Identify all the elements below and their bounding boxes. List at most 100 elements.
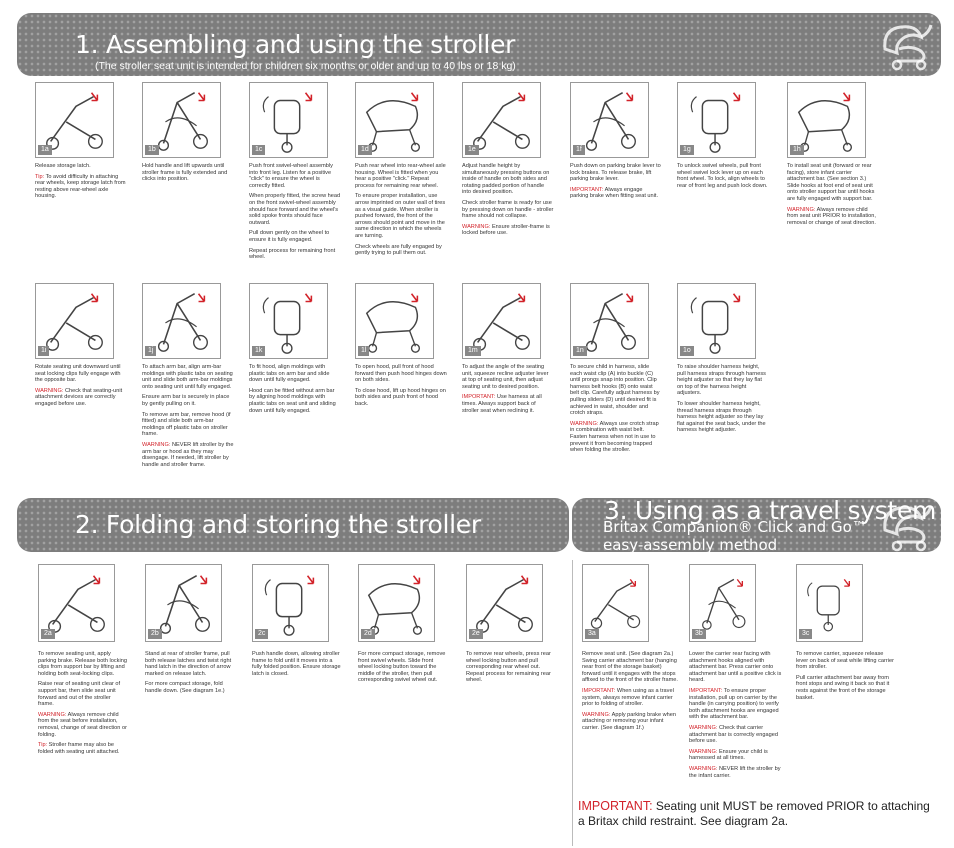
step-paragraph: For more compact storage, remove front s… (358, 651, 446, 684)
stroller-diagram-icon (48, 575, 105, 633)
stroller-diagram-icon (702, 578, 746, 630)
stroller-diagram-icon (157, 293, 208, 352)
step-paragraph: Hood can be fitted without arm bar by al… (249, 387, 336, 414)
step-label: 1c (252, 145, 266, 155)
warning-keyword: WARNING: (38, 711, 67, 718)
step-paragraph: Stand at rear of stroller frame, pull bo… (145, 651, 232, 677)
step-caption-2e: To remove rear wheels, press rear wheel … (466, 651, 556, 688)
step-paragraph: To remove seating unit, apply parking br… (38, 651, 127, 677)
step-paragraph: To secure child in harness, slide each w… (570, 364, 660, 417)
step-paragraph: For more compact storage, fold handle do… (145, 681, 225, 694)
stroller-diagram-icon (690, 92, 741, 153)
section1-banner: 1. Assembling and using the stroller (Th… (17, 13, 941, 76)
step-label: 3b (692, 629, 706, 639)
important-note: IMPORTANT: Seating unit MUST be removed … (578, 799, 938, 829)
step-paragraph: WARNING: NEVER lift stroller by the arm … (142, 441, 234, 468)
step-caption-1i: Rotate seating unit downward until seat … (35, 364, 127, 412)
step-diagram-1g: 1g (677, 82, 756, 158)
step-diagram-1e: 1e (462, 82, 541, 158)
step-diagram-2d: 2d (358, 564, 435, 642)
warning-keyword: WARNING: (35, 387, 64, 394)
step-paragraph: To remove rear wheels, press rear wheel … (466, 651, 551, 684)
stroller-diagram-icon (264, 575, 315, 636)
section3-subtitle: Britax Companion® Click and Go™ easy-ass… (603, 518, 867, 552)
warning-keyword: WARNING: (689, 765, 718, 772)
step-label: 2d (361, 629, 375, 639)
step-caption-1f: Push down on parking brake lever to lock… (570, 163, 662, 204)
step-diagram-1b: 1b (142, 82, 221, 158)
step-paragraph: Pull down gently on the wheel to ensure … (249, 230, 330, 243)
step-caption-1b: Hold handle and lift upwards until strol… (142, 163, 234, 187)
warning-keyword: Tip: (38, 742, 48, 749)
step-paragraph: To open hood, pull front of hood forward… (355, 364, 447, 384)
step-paragraph: Adjust handle height by simultaneously p… (462, 163, 550, 196)
stroller-diagram-icon (262, 293, 313, 354)
step-caption-2c: Push handle down, allowing stroller fram… (252, 651, 342, 681)
step-caption-3c: To remove carrier, squeeze release lever… (796, 651, 894, 705)
warning-keyword: WARNING: (142, 441, 171, 448)
step-paragraph: To adjust the angle of the seating unit,… (462, 364, 549, 390)
step-label: 1d (358, 145, 372, 155)
step-label: 3c (799, 629, 813, 639)
step-paragraph: Lower the carrier rear facing with attac… (689, 651, 782, 684)
step-label: 1h (790, 145, 804, 155)
step-diagram-1d: 1d (355, 82, 434, 158)
stroller-diagram-icon (262, 92, 313, 153)
step-diagram-1i: 1i (35, 283, 114, 359)
stroller-logo-icon (883, 505, 933, 552)
step-paragraph: Repeat process for remaining front wheel… (249, 247, 336, 261)
warning-keyword: WARNING: (582, 711, 611, 718)
step-paragraph: Remove seat unit. (See diagram 2a.) Swin… (582, 651, 678, 684)
section-divider (572, 560, 573, 846)
step-paragraph: Tip: Stroller frame may also be folded w… (38, 742, 120, 755)
step-paragraph: Push handle down, allowing stroller fram… (252, 651, 341, 677)
warning-keyword: WARNING: (570, 420, 599, 427)
step-caption-1k: To fit hood, align moldings with plastic… (249, 364, 341, 418)
step-label: 1o (680, 346, 694, 356)
step-label: 1i (38, 346, 50, 356)
warning-keyword: WARNING: (787, 206, 816, 213)
step-caption-3b: Lower the carrier rear facing with attac… (689, 651, 787, 783)
important-text: Seating unit MUST be removed PRIOR to at… (578, 799, 930, 828)
step-paragraph: Push rear wheel into rear-wheel axle hou… (355, 163, 446, 189)
step-paragraph: To close hood, lift up hood hinges on bo… (355, 387, 446, 407)
step-diagram-1m: 1m (462, 283, 541, 359)
step-diagram-3b: 3b (689, 564, 756, 642)
step-label: 1g (680, 145, 694, 155)
step-label: 1a (38, 145, 52, 155)
step-paragraph: When properly fitted, the screw head on … (249, 193, 341, 226)
step-paragraph: To remove carrier, squeeze release lever… (796, 651, 894, 671)
stroller-logo-icon (883, 24, 933, 71)
stroller-diagram-icon (590, 578, 641, 629)
important-keyword: IMPORTANT: (578, 799, 653, 813)
step-label: 2c (255, 629, 269, 639)
step-paragraph: IMPORTANT: To ensure proper installation… (689, 687, 779, 721)
step-paragraph: To ensure proper installation, use arrow… (355, 193, 446, 239)
step-paragraph: WARNING: Always use crotch strap in comb… (570, 420, 659, 454)
step-diagram-2a: 2a (38, 564, 115, 642)
step-caption-1m: To adjust the angle of the seating unit,… (462, 364, 554, 418)
step-caption-1e: Adjust handle height by simultaneously p… (462, 163, 554, 241)
step-label: 1f (573, 145, 585, 155)
step-caption-1h: To install seat unit (forward or rear fa… (787, 163, 879, 230)
stroller-diagram-icon (585, 92, 636, 151)
step-paragraph: Release storage latch. (35, 163, 91, 169)
step-label: 3a (585, 629, 599, 639)
step-paragraph: WARNING: Ensure stroller-frame is locked… (462, 223, 550, 237)
step-paragraph: Check stroller frame is ready for use by… (462, 199, 554, 220)
warning-keyword: WARNING: (689, 724, 718, 731)
step-paragraph: IMPORTANT: When using as a travel system… (582, 687, 674, 708)
stroller-diagram-icon (159, 575, 210, 634)
step-paragraph: WARNING: Always remove child from the se… (38, 711, 127, 738)
step-caption-1l: To open hood, pull front of hood forward… (355, 364, 447, 412)
step-diagram-1c: 1c (249, 82, 328, 158)
stroller-diagram-icon (365, 92, 421, 152)
section3-title: 3. Using as a travel system (604, 498, 937, 525)
step-paragraph: WARNING: Apply parking brake when attach… (582, 711, 677, 731)
step-paragraph: WARNING: Check that seating-unit attachm… (35, 387, 123, 407)
step-paragraph: IMPORTANT: Use harness at all times. Alw… (462, 394, 542, 414)
step-diagram-2e: 2e (466, 564, 543, 642)
step-paragraph: Ensure arm bar is securely in place by g… (142, 394, 230, 407)
step-label: 2e (469, 629, 483, 639)
stroller-diagram-icon (797, 92, 853, 152)
